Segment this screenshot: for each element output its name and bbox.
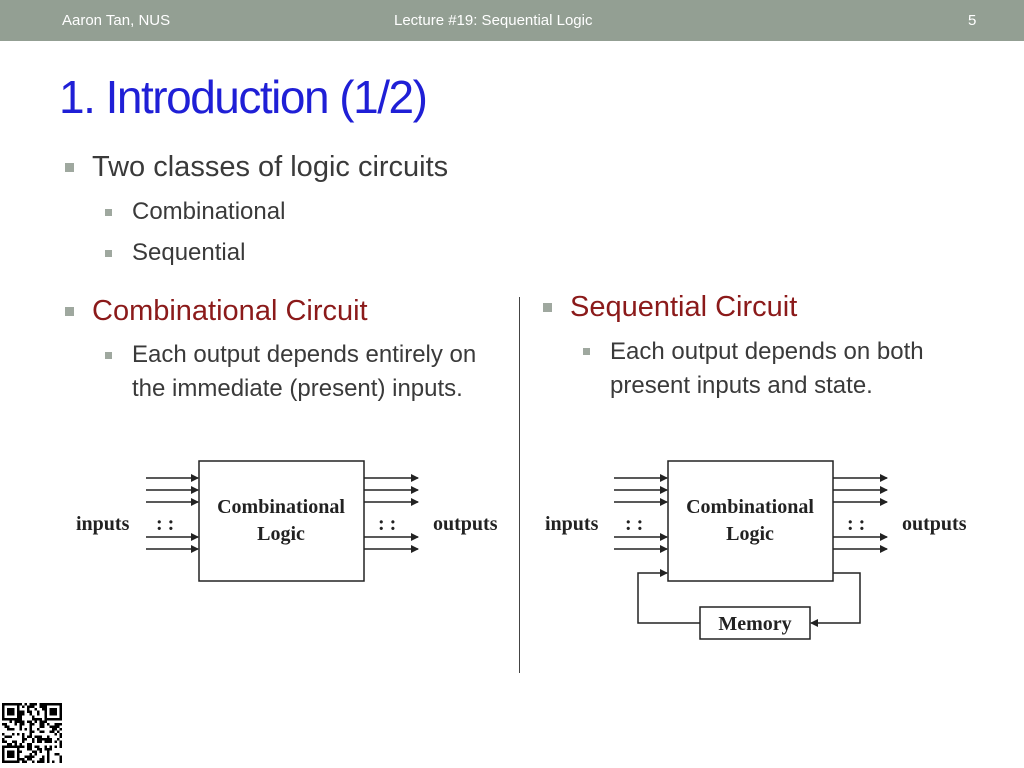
bullet-square-icon bbox=[105, 250, 112, 257]
outputs-label: outputs bbox=[433, 513, 498, 535]
bullet-square-icon bbox=[105, 352, 112, 359]
outputs-ellipsis: : : bbox=[378, 513, 396, 535]
memory-label: Memory bbox=[718, 613, 791, 635]
combinational-logic-box bbox=[198, 460, 365, 582]
slide-title: 1. Introduction (1/2) bbox=[59, 71, 428, 123]
combinational-logic-box bbox=[667, 460, 834, 582]
bullet-square-icon bbox=[65, 307, 74, 316]
qr-code-icon bbox=[2, 703, 62, 763]
column-divider bbox=[519, 297, 520, 673]
outputs-label: outputs bbox=[902, 513, 967, 535]
bullet-square-icon bbox=[583, 348, 590, 355]
outputs-ellipsis: : : bbox=[847, 513, 865, 535]
box-label-line1: Combinational bbox=[217, 496, 345, 518]
output-arrows bbox=[364, 474, 419, 553]
inputs-ellipsis: : : bbox=[156, 513, 174, 535]
output-arrows bbox=[833, 474, 888, 553]
header-lecture-title: Lecture #19: Sequential Logic bbox=[394, 12, 593, 29]
combinational-diagram: inputs : : Combinational Logic : : outpu… bbox=[76, 460, 498, 582]
feedback-from-memory bbox=[637, 569, 700, 624]
box-label-line1: Combinational bbox=[686, 496, 814, 518]
bullet-square-icon bbox=[65, 163, 74, 172]
feedback-to-memory bbox=[810, 572, 861, 627]
inputs-label: inputs bbox=[545, 513, 599, 535]
intro-item-combinational: Combinational bbox=[132, 198, 286, 225]
inputs-label: inputs bbox=[76, 513, 130, 535]
header-page-number: 5 bbox=[968, 12, 977, 29]
inputs-ellipsis: : : bbox=[625, 513, 643, 535]
box-label-line2: Logic bbox=[726, 523, 774, 545]
sequential-heading: Sequential Circuit bbox=[570, 291, 798, 323]
intro-bullet: Two classes of logic circuits bbox=[92, 151, 449, 183]
sequential-detail: Each output depends on both present inpu… bbox=[610, 338, 924, 399]
combinational-detail: Each output depends entirely on the imme… bbox=[132, 341, 477, 402]
sequential-diagram: inputs : : Combinational Logic : : outpu… bbox=[545, 460, 967, 640]
slide-header: Aaron Tan, NUS Lecture #19: Sequential L… bbox=[0, 0, 1024, 41]
input-arrows bbox=[146, 474, 199, 553]
memory-box bbox=[699, 606, 811, 640]
bullet-square-icon bbox=[543, 303, 552, 312]
intro-item-sequential: Sequential bbox=[132, 239, 246, 266]
header-author: Aaron Tan, NUS bbox=[62, 12, 171, 29]
bullet-square-icon bbox=[105, 209, 112, 216]
input-arrows bbox=[614, 474, 668, 553]
combinational-heading: Combinational Circuit bbox=[92, 295, 368, 327]
box-label-line2: Logic bbox=[257, 523, 305, 545]
